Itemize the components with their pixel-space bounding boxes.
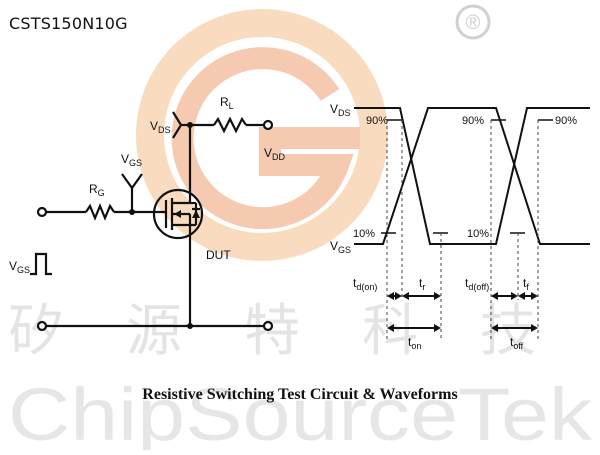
label-tf: tf xyxy=(523,276,529,292)
label-tr: tr xyxy=(419,276,425,292)
label-vds: VDS xyxy=(150,119,171,135)
label-10pct-2: 10% xyxy=(467,228,489,240)
vgs-waveform xyxy=(354,107,590,245)
label-vdd: VDD xyxy=(264,146,286,162)
circuit-labels: VDS RL VDD VGS RG DUT VGS xyxy=(9,95,286,275)
gate-resistor-rg xyxy=(85,203,115,221)
brand-logo xyxy=(136,9,388,261)
waveforms xyxy=(354,107,590,340)
label-dut: DUT xyxy=(206,248,231,262)
load-resistor-rl xyxy=(213,116,247,134)
label-vds-wave: VDS xyxy=(330,102,351,118)
watermark-char-5: 技 xyxy=(480,299,536,364)
watermark: ® 矽 源 特 科 技 ChipSourceTek xyxy=(8,4,593,455)
label-vgs-pulse: VGS xyxy=(9,259,30,275)
label-rl: RL xyxy=(220,95,234,111)
label-10pct-1: 10% xyxy=(353,228,375,240)
vdd-terminal xyxy=(262,119,274,131)
watermark-char-4: 科 xyxy=(362,299,418,364)
label-td-on: td(on) xyxy=(353,276,377,292)
figure-caption: Resistive Switching Test Circuit & Wavef… xyxy=(142,386,458,403)
label-rg: RG xyxy=(89,182,105,198)
mosfet-dut xyxy=(152,178,204,250)
svg-text:®: ® xyxy=(466,12,481,34)
registered-mark: ® xyxy=(455,4,491,40)
arrow-heads xyxy=(387,292,538,332)
timing-guides xyxy=(386,120,539,340)
watermark-brand: ChipSourceTek xyxy=(8,373,593,450)
label-90pct-2: 90% xyxy=(462,115,484,127)
gate-input-terminal xyxy=(36,206,48,218)
vgs-pulse-symbol xyxy=(30,252,52,276)
watermark-char-2: 源 xyxy=(126,299,182,364)
label-toff: toff xyxy=(510,335,524,351)
vgs-probe xyxy=(121,173,143,190)
label-ton: ton xyxy=(408,335,421,351)
vds-waveform xyxy=(354,107,590,245)
ground-left-terminal xyxy=(36,320,48,332)
watermark-char-3: 特 xyxy=(244,299,300,364)
label-90pct-3: 90% xyxy=(555,115,577,127)
label-td-off: td(off) xyxy=(465,276,489,292)
waveform-labels: VDS VGS 90% 90% 90% 10% 10% td(on) tr td… xyxy=(330,102,577,351)
label-90pct-1: 90% xyxy=(366,115,388,127)
watermark-char-1: 矽 xyxy=(8,299,64,364)
label-vgs-probe: VGS xyxy=(121,152,142,168)
test-circuit xyxy=(30,111,274,332)
part-number: CSTS150N10G xyxy=(9,14,128,33)
ground-right-terminal xyxy=(262,320,274,332)
label-vgs-wave: VGS xyxy=(330,239,351,255)
